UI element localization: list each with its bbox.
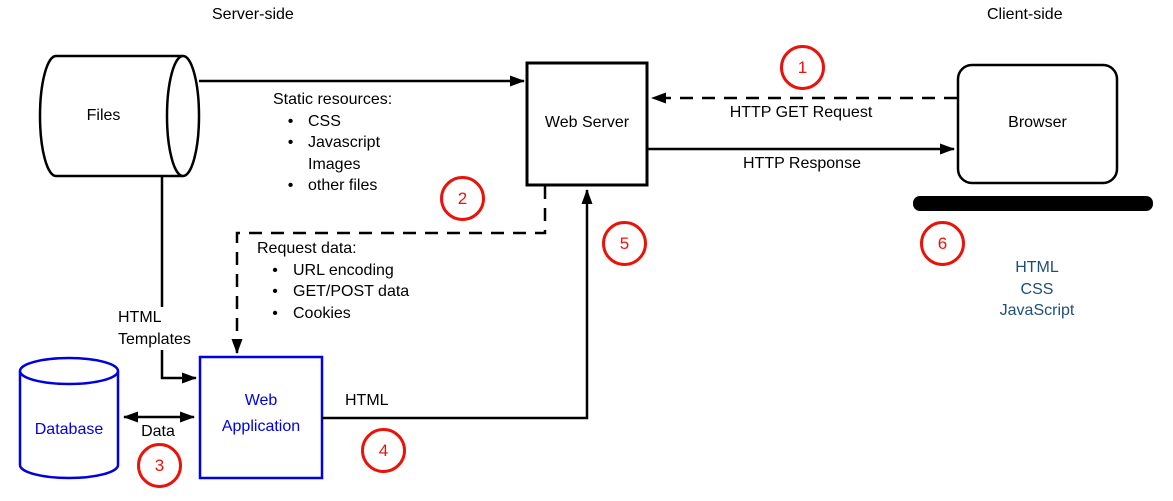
laptop-base-shape xyxy=(913,196,1153,211)
web-application-label-line1: Web xyxy=(244,392,278,409)
step-circle-1: 1 xyxy=(780,45,825,90)
web-application-label: Web Application xyxy=(200,388,322,440)
request-data-item: Cookies xyxy=(257,303,409,325)
static-resources-item: Images xyxy=(273,154,392,176)
step-circle-5: 5 xyxy=(602,221,647,266)
html-templates-line2: Templates xyxy=(118,330,191,348)
client-stack-javascript: JavaScript xyxy=(999,302,1075,319)
request-data-item: URL encoding xyxy=(257,260,409,282)
static-resources-item: other files xyxy=(273,175,392,197)
bullet-icon xyxy=(257,260,293,282)
arrow-webserver-to-webapp-dashed xyxy=(231,186,547,354)
web-application-label-line2: Application xyxy=(221,418,301,435)
request-data-item-text: URL encoding xyxy=(293,261,394,279)
client-side-zone-label: Client-side xyxy=(987,6,1063,23)
step-circle-4: 4 xyxy=(361,428,406,473)
database-cylinder-shape xyxy=(18,356,120,480)
arrow-files-to-webapp xyxy=(160,176,197,384)
static-resources-item-text: Javascript xyxy=(308,134,381,151)
bullet-icon xyxy=(273,111,308,133)
data-edge-label: Data xyxy=(141,423,175,440)
html-templates-label: HTML Templates xyxy=(116,307,193,350)
step-circle-6: 6 xyxy=(920,221,965,266)
client-stack-html: HTML xyxy=(1015,259,1059,276)
client-stack-label: HTML CSS JavaScript xyxy=(962,257,1112,322)
http-response-label: HTTP Response xyxy=(743,155,861,172)
files-cylinder-shape xyxy=(38,54,201,178)
request-data-item-text: GET/POST data xyxy=(293,283,410,300)
request-data-annotation: Request data: URL encoding GET/POST data… xyxy=(257,238,409,324)
static-resources-title: Static resources: xyxy=(273,91,393,108)
bullet-icon xyxy=(257,303,293,325)
html-edge-label: HTML xyxy=(345,392,389,409)
request-data-item-text: Cookies xyxy=(293,304,351,322)
web-server-box xyxy=(525,61,649,187)
static-resources-item-text: other files xyxy=(308,177,378,194)
step-circle-3: 3 xyxy=(137,443,182,488)
static-resources-item: Javascript xyxy=(273,132,392,154)
http-get-request-label: HTTP GET Request xyxy=(729,104,873,121)
web-application-box xyxy=(198,355,324,480)
browser-label: Browser xyxy=(1008,114,1067,131)
files-label: Files xyxy=(86,107,121,124)
static-resources-item: CSS xyxy=(273,111,392,133)
bullet-icon xyxy=(273,132,308,154)
browser-box xyxy=(956,63,1119,185)
bullet-icon xyxy=(273,175,308,197)
request-data-title: Request data: xyxy=(257,240,357,257)
static-resources-item-text: CSS xyxy=(308,112,341,130)
client-stack-css: CSS xyxy=(1020,280,1054,298)
web-server-label: Web Server xyxy=(544,114,630,131)
server-side-zone-label: Server-side xyxy=(212,6,294,23)
step-circle-2: 2 xyxy=(440,176,485,221)
static-resources-annotation: Static resources: CSS Javascript Images … xyxy=(273,89,392,197)
html-templates-line1: HTML xyxy=(118,309,162,326)
static-resources-item-text: Images xyxy=(308,155,361,173)
database-label: Database xyxy=(34,421,104,438)
arrow-webapp-to-webserver xyxy=(322,189,593,420)
request-data-item: GET/POST data xyxy=(257,281,409,303)
bullet-icon xyxy=(257,281,293,303)
bullet-spacer xyxy=(273,154,308,176)
